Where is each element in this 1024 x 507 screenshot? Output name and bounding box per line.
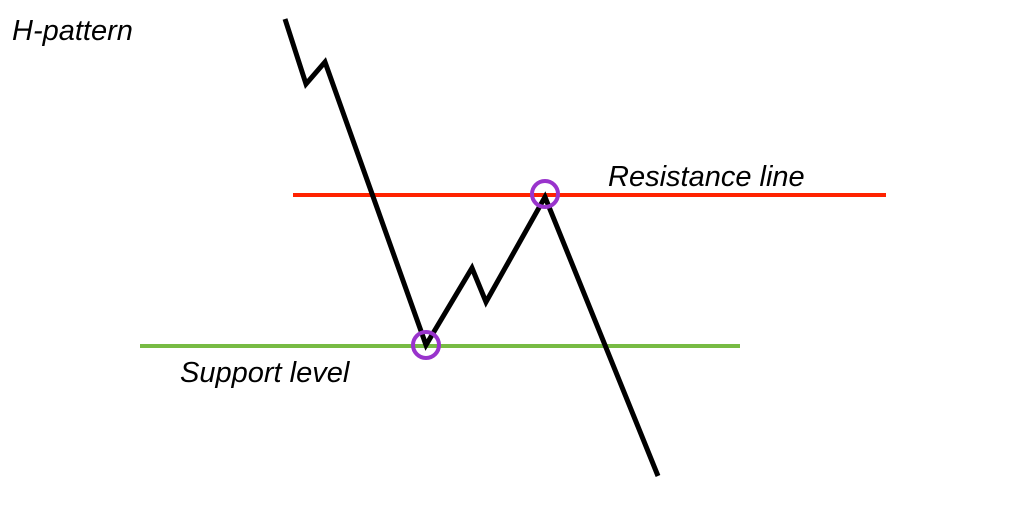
support-label: Support level bbox=[180, 357, 351, 389]
diagram-title: H-pattern bbox=[12, 15, 133, 47]
resistance-touch-marker bbox=[530, 179, 560, 209]
support-touch-marker bbox=[411, 330, 441, 360]
resistance-label: Resistance line bbox=[608, 161, 805, 193]
price-path bbox=[282, 18, 661, 477]
